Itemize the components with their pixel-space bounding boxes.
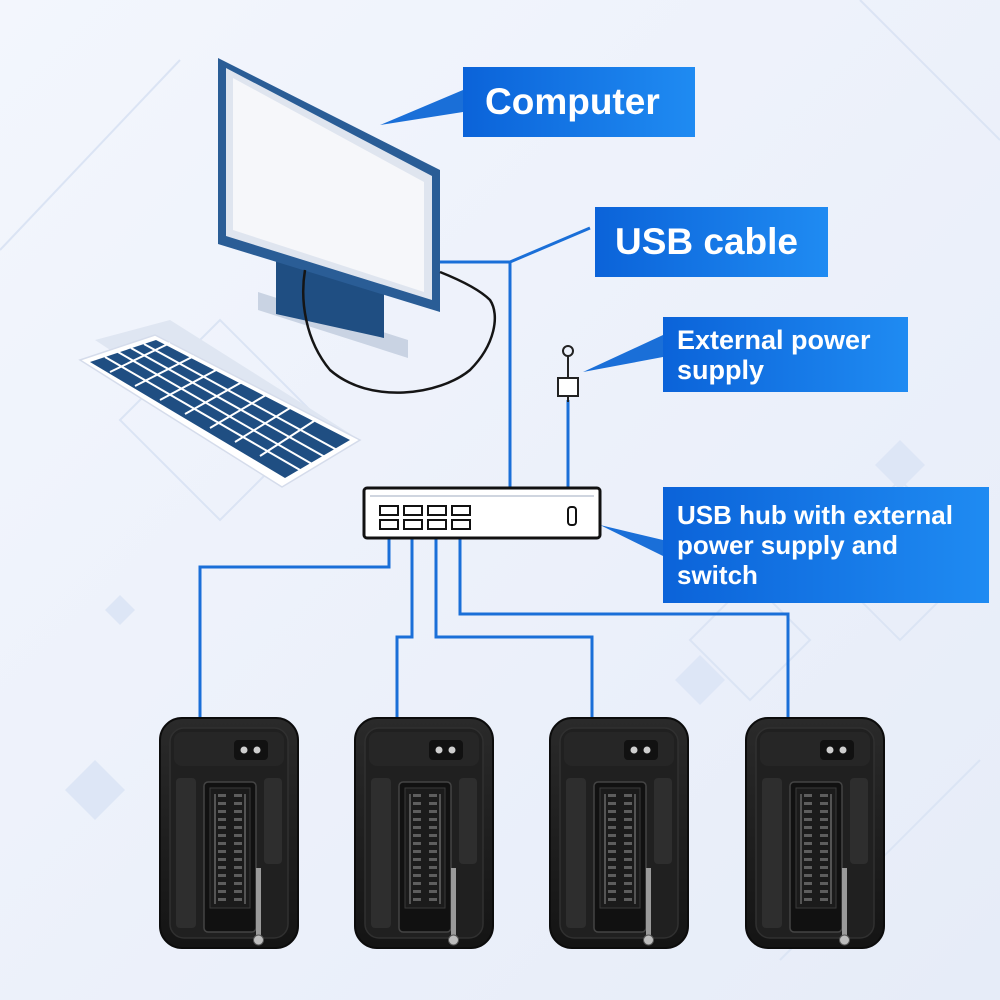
external-power-label: External power supply [663,317,908,392]
computer-label-text: Computer [485,81,660,123]
usb-hub-label-text: USB hub with external power supply and s… [677,500,979,590]
usb-hub-icon [364,488,600,538]
computer-label: Computer [463,67,695,137]
usb-cable-label: USB cable [595,207,828,277]
programmer-device-3 [550,718,688,948]
usb-cable-label-text: USB cable [615,221,798,263]
programmer-device-4 [746,718,884,948]
programmer-device-1 [160,718,298,948]
programmer-device-2 [355,718,493,948]
external-power-label-text: External power supply [677,325,898,385]
usb-hub-label: USB hub with external power supply and s… [663,487,989,603]
